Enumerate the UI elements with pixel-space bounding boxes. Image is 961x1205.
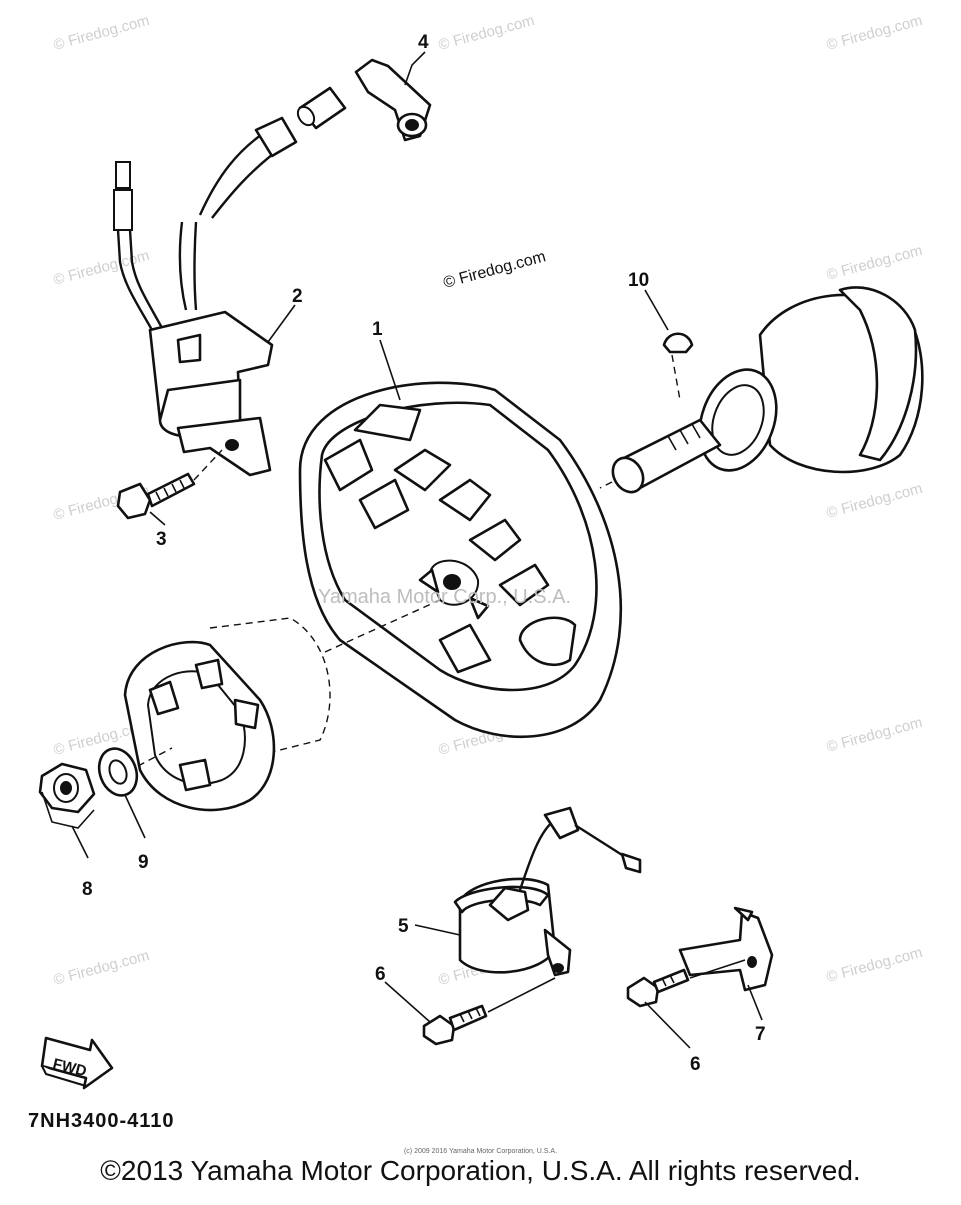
callout-9: 9: [138, 852, 149, 873]
ground-wire-edge: [128, 229, 164, 329]
tiny-copyright: (c) 2009 2016 Yamaha Motor Corporation, …: [403, 1148, 558, 1155]
leader-lines: [71, 51, 763, 1049]
callout-8: 8: [82, 879, 93, 900]
bolt-guide-line: [193, 449, 223, 481]
watermark: © Firedog.com: [52, 12, 152, 54]
callout-6-right: 6: [690, 1054, 701, 1075]
bracket-screw[interactable]: [626, 968, 690, 1008]
terminal-connector: [115, 161, 131, 189]
ground-wire: [116, 229, 154, 331]
shaft-guide-line: [599, 481, 613, 489]
woodruff-key[interactable]: [662, 332, 694, 354]
callout-2: 2: [292, 286, 303, 307]
pulser-screw[interactable]: [422, 1004, 488, 1046]
pulser-coil[interactable]: [453, 806, 642, 977]
callout-10: 10: [628, 270, 649, 291]
callout-1: 1: [372, 319, 383, 340]
watermark: © Firedog.com: [825, 480, 925, 522]
crankshaft: [611, 286, 924, 494]
center-watermark: Yamaha Motor Corp., U.S.A.: [318, 586, 571, 608]
watermark: © Firedog.com: [825, 12, 925, 54]
callout-4: 4: [418, 32, 429, 53]
flywheel-nut[interactable]: [38, 762, 96, 829]
ignition-coil[interactable]: [148, 310, 274, 477]
watermark: © Firedog.com: [825, 944, 925, 986]
flywheel-axis-line: [324, 599, 441, 653]
screw-guide-line: [487, 977, 556, 1013]
callout-5: 5: [398, 916, 409, 937]
rotor-hub[interactable]: [123, 617, 331, 812]
lead-wire-edge: [193, 221, 198, 311]
bracket-guide-line: [689, 959, 746, 979]
copyright-notice: ©2013 Yamaha Motor Corporation, U.S.A. A…: [100, 1155, 861, 1186]
watermark: © Firedog.com: [825, 242, 925, 284]
bracket[interactable]: [678, 906, 774, 992]
watermark: © Firedog.com: [52, 947, 152, 989]
high-tension-wire: [198, 129, 269, 216]
lead-sleeve: [254, 116, 298, 158]
watermark: © Firedog.com: [437, 12, 537, 54]
fwd-arrow-icon: FWD: [40, 1036, 114, 1090]
document-number: 7NH3400-4110: [28, 1110, 175, 1132]
watermark-dark: © Firedog.com: [442, 248, 548, 292]
terminal-sleeve: [113, 189, 133, 231]
callout-6-left: 6: [375, 964, 386, 985]
lead-wire: [178, 221, 188, 311]
callout-7: 7: [755, 1024, 766, 1045]
watermark: © Firedog.com: [825, 714, 925, 756]
washer-guide-line: [137, 747, 173, 767]
flywheel-magneto[interactable]: [298, 381, 623, 739]
callout-3: 3: [156, 529, 167, 550]
washer[interactable]: [93, 743, 143, 800]
watermark: © Firedog.com: [52, 247, 152, 289]
spark-plug-cap[interactable]: [295, 58, 432, 142]
coil-bolt[interactable]: [116, 472, 196, 520]
key-guide-line: [671, 354, 681, 401]
